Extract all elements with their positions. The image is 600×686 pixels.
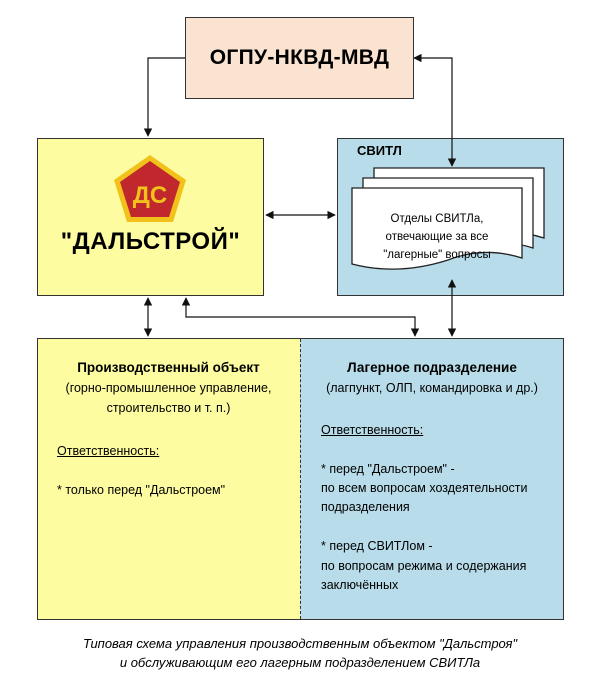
camp-subdivision-panel	[300, 338, 564, 620]
svitl-documents-icon	[351, 167, 545, 270]
caption-line-1: Типовая схема управления производственны…	[82, 636, 518, 651]
dalstroy-label: "ДАЛЬСТРОЙ"	[60, 228, 241, 255]
production-responsibility-label: Ответственность:	[57, 444, 160, 458]
arrow-ogpu-to-dalstroy	[143, 57, 185, 137]
camp-item1-line1: * перед "Дальстроем" -	[321, 462, 455, 476]
figure-caption: Типовая схема управления производственны…	[0, 634, 600, 672]
camp-item2-line1: * перед СВИТЛом -	[321, 539, 433, 553]
ogpu-nkvd-mvd-box: ОГПУ-НКВД-МВД	[185, 17, 414, 99]
ogpu-label: ОГПУ-НКВД-МВД	[209, 46, 390, 69]
doc-line-2: отвечающие за все	[386, 231, 489, 243]
production-subtitle-2: строительство и т. п.)	[106, 401, 231, 415]
production-responsibility-item: * только перед "Дальстроем"	[57, 483, 226, 497]
production-object-panel	[37, 338, 300, 620]
production-subtitle-1: (горно-промышленное управление,	[65, 381, 272, 395]
logo-text: ДС	[133, 182, 167, 209]
camp-title: Лагерное подразделение	[347, 360, 517, 375]
camp-item2-line3: заключённых	[321, 578, 399, 592]
camp-item1-line2: по всем вопросам хоздеятельности	[321, 481, 528, 495]
camp-subtitle: (лагпункт, ОЛП, командировка и др.)	[326, 381, 538, 395]
doc-line-1: Отделы СВИТЛа,	[391, 213, 484, 225]
arrow-ogpu-svitl	[413, 53, 457, 167]
doc-line-3: "лагерные" вопросы	[383, 249, 491, 261]
camp-responsibility-label: Ответственность:	[321, 423, 424, 437]
production-title: Производственный объект	[77, 360, 260, 375]
camp-item2-line2: по вопросам режима и содержания	[321, 559, 527, 573]
svitl-label: СВИТЛ	[357, 143, 402, 158]
caption-line-2: и обслуживающим его лагерным подразделен…	[119, 655, 481, 670]
arrow-dalstroy-camp	[181, 297, 420, 337]
panel-divider	[300, 339, 301, 619]
dalstroy-logo: ДС	[114, 155, 186, 222]
camp-item1-line3: подразделения	[321, 500, 410, 514]
